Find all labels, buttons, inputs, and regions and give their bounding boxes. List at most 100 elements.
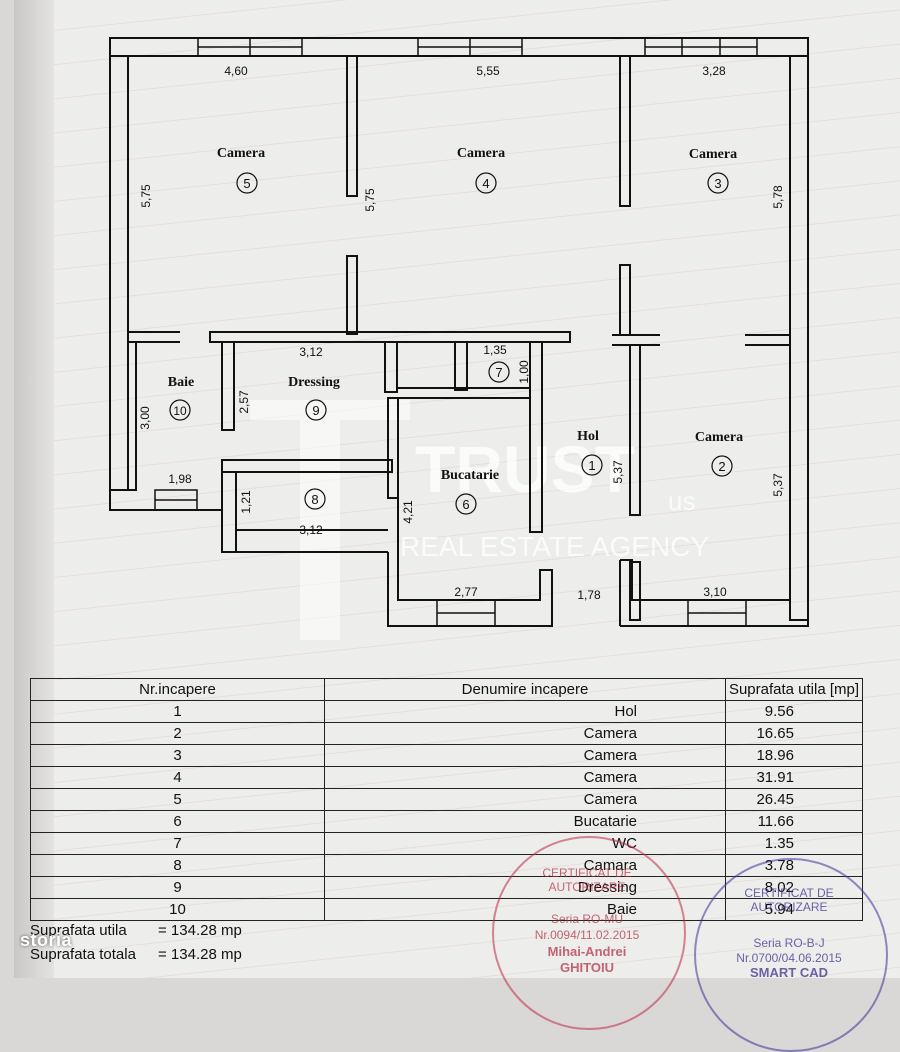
cell-number: 2 (30, 722, 325, 745)
floor-plan: TRUST us REAL ESTATE AGENCY (109, 37, 809, 640)
cell-name: Camera (324, 722, 726, 745)
watermark-tagline: REAL ESTATE AGENCY (400, 531, 709, 562)
room-3-name: Camera (689, 147, 737, 162)
dim-label: 1,98 (168, 472, 192, 486)
dim-label: 1,35 (483, 343, 507, 357)
dim-label: 5,55 (476, 64, 500, 78)
cell-area: 18.96 (725, 744, 863, 767)
cell-number: 8 (30, 854, 325, 877)
cell-number: 9 (30, 876, 325, 899)
dim-label: 3,10 (703, 585, 727, 599)
dim-label: 5,75 (139, 184, 153, 208)
room-1-marker (581, 454, 603, 476)
dim-label: 2,77 (454, 585, 478, 599)
stamp-right-series: Seria RO-B-J (753, 936, 825, 950)
dim-label: 3,12 (299, 345, 323, 359)
room-7-number: 7 (495, 365, 502, 380)
room-6-marker (455, 493, 477, 515)
total-area: Suprafata totala = 134.28 mp (30, 946, 242, 963)
stamp-left-series: Seria RO-MU (550, 912, 623, 926)
dim-label: 3,12 (299, 523, 323, 537)
cell-name: Camera (324, 788, 726, 811)
cell-area: 9.56 (725, 700, 863, 723)
windows (154, 37, 758, 627)
cell-number: 4 (30, 766, 325, 789)
room-10-name: Baie (168, 375, 194, 390)
room-9-marker (305, 399, 327, 421)
cell-number: 5 (30, 788, 325, 811)
stamp-right-name: SMART CAD (750, 965, 828, 980)
stamp-left-number: Nr.0094/11.02.2015 (534, 928, 640, 942)
dim-label: 3,00 (138, 406, 152, 430)
dim-label: 1,00 (517, 360, 531, 384)
cell-number: 6 (30, 810, 325, 833)
col-header-area: Suprafata utila [mp] (725, 678, 863, 701)
cell-area: 16.65 (725, 722, 863, 745)
room-2-number: 2 (718, 459, 725, 474)
cell-area: 31.91 (725, 766, 863, 789)
room-4-name: Camera (457, 146, 505, 161)
dim-label: 1,78 (577, 588, 601, 602)
room-2-name: Camera (695, 430, 743, 445)
room-5-number: 5 (243, 176, 250, 191)
cell-area: 11.66 (725, 810, 863, 833)
stamp-right-number: Nr.0700/04.06.2015 (736, 951, 842, 965)
room-5-name: Camera (217, 146, 265, 161)
cell-number: 10 (30, 898, 325, 921)
dimension-labels: 4,60 5,55 3,28 5,75 5,75 5,78 3,12 1,35 … (138, 64, 785, 602)
room-6-name: Bucatarie (441, 468, 499, 483)
room-4-marker (475, 172, 497, 194)
table-header-row: Nr.incapere Denumire incapere Suprafata … (30, 678, 863, 701)
cell-name: Camera (324, 744, 726, 767)
dim-label: 5,37 (611, 460, 625, 484)
total-useful-value: = 134.28 mp (158, 922, 242, 939)
col-header-number: Nr.incapere (30, 678, 325, 701)
room-9-name: Dressing (288, 375, 340, 390)
dim-label: 5,78 (771, 185, 785, 209)
stamp-left-title: CERTIFICAT DE AUTORIZARE (542, 866, 632, 894)
total-area-value: = 134.28 mp (158, 946, 242, 963)
cell-number: 7 (30, 832, 325, 855)
room-1-number: 1 (588, 458, 595, 473)
cell-number: 1 (30, 700, 325, 723)
watermark-brand: TRUST (415, 432, 635, 506)
total-useful-label: Suprafata utila (30, 922, 127, 939)
dim-label: 4,21 (401, 500, 415, 524)
cell-number: 3 (30, 744, 325, 767)
dim-label: 4,60 (224, 64, 248, 78)
cell-name: Hol (324, 700, 726, 723)
watermark-logo-shape (250, 400, 410, 640)
room-9-number: 9 (312, 403, 319, 418)
room-10-marker (169, 399, 191, 421)
col-header-name: Denumire incapere (324, 678, 726, 701)
cell-name: Bucatarie (324, 810, 726, 833)
stamp-right-title: CERTIFICAT DE AUTORIZARE (744, 886, 834, 914)
total-area-label: Suprafata totala (30, 946, 136, 963)
cell-area: 1.35 (725, 832, 863, 855)
dim-label: 2,57 (237, 390, 251, 414)
cell-area: 26.45 (725, 788, 863, 811)
room-6-number: 6 (462, 497, 469, 512)
room-labels: Camera 5 Camera 4 Camera 3 Baie 10 Dress… (168, 146, 743, 515)
trust-watermark: TRUST us REAL ESTATE AGENCY (250, 400, 709, 640)
room-7-marker (488, 361, 510, 383)
room-1-name: Hol (577, 429, 599, 444)
total-useful-area: Suprafata utila = 134.28 mp (30, 922, 242, 939)
cell-name: WC (324, 832, 726, 855)
dim-label: 3,28 (702, 64, 726, 78)
room-8-number: 8 (311, 492, 318, 507)
dim-label: 5,75 (363, 188, 377, 212)
stamp-left-surname: GHITOIU (560, 960, 614, 975)
walls (109, 37, 809, 627)
room-10-number: 10 (173, 404, 187, 418)
cell-name: Camera (324, 766, 726, 789)
room-8-marker (304, 488, 326, 510)
room-2-marker (711, 455, 733, 477)
